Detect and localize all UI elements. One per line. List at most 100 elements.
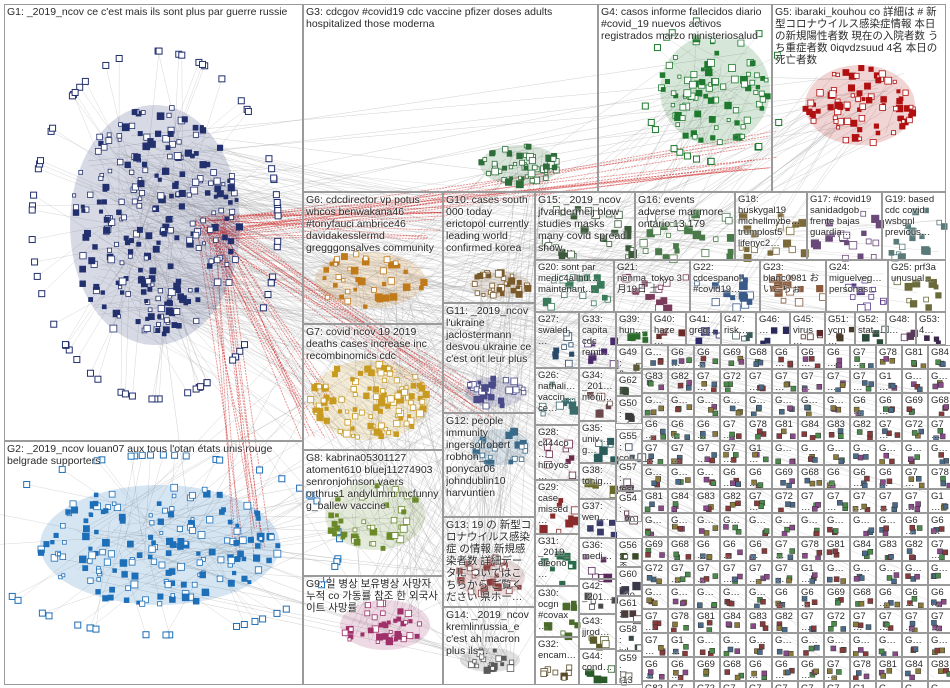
node[interactable] bbox=[266, 557, 272, 564]
node[interactable] bbox=[313, 497, 321, 505]
group-cell-minor[interactable]: G1… bbox=[850, 681, 876, 688]
group-cell-minor[interactable]: G7… bbox=[824, 657, 850, 681]
node[interactable] bbox=[255, 543, 261, 549]
group-cell-g61[interactable]: G61: cov… bbox=[616, 596, 642, 622]
node[interactable] bbox=[318, 581, 326, 589]
group-cell-g54[interactable]: G54: _20… bbox=[616, 491, 642, 522]
node[interactable] bbox=[98, 140, 104, 147]
node[interactable] bbox=[118, 285, 123, 290]
node[interactable] bbox=[228, 238, 235, 245]
group-cell-g32[interactable]: G32: encam… bbox=[535, 637, 579, 685]
group-cell-minor[interactable]: G… bbox=[694, 513, 720, 537]
node[interactable] bbox=[98, 175, 104, 181]
node[interactable] bbox=[164, 301, 169, 306]
group-cell-minor[interactable]: G68 bbox=[850, 585, 876, 609]
node[interactable] bbox=[92, 244, 98, 250]
node[interactable] bbox=[174, 235, 180, 241]
node[interactable] bbox=[59, 553, 67, 560]
node[interactable] bbox=[232, 570, 237, 576]
group-cell-minor[interactable]: G… bbox=[772, 513, 798, 537]
node[interactable] bbox=[663, 33, 671, 41]
group-cell-g46[interactable]: G46: … bbox=[756, 312, 790, 345]
group-cell-minor[interactable]: G… bbox=[772, 633, 798, 657]
node[interactable] bbox=[182, 452, 190, 460]
node[interactable] bbox=[135, 319, 141, 325]
node[interactable] bbox=[235, 223, 243, 231]
group-cell-minor[interactable]: G7… bbox=[850, 489, 876, 513]
group-cell-g42[interactable]: G42: _201… bbox=[579, 579, 616, 614]
node[interactable] bbox=[181, 116, 188, 123]
group-cell-minor[interactable]: G… bbox=[668, 585, 694, 609]
group-cell-minor[interactable]: G7… bbox=[746, 489, 772, 513]
node[interactable] bbox=[102, 538, 110, 547]
node[interactable] bbox=[88, 257, 96, 265]
node[interactable] bbox=[76, 83, 84, 91]
node[interactable] bbox=[653, 44, 661, 52]
node[interactable] bbox=[251, 617, 259, 625]
node[interactable] bbox=[96, 133, 103, 141]
node[interactable] bbox=[192, 231, 200, 239]
node[interactable] bbox=[100, 144, 108, 151]
group-cell-minor[interactable]: G… bbox=[668, 513, 694, 537]
group-cell-g49[interactable]: G49: fla… bbox=[616, 345, 642, 373]
group-cell-minor[interactable]: G6… bbox=[694, 345, 720, 369]
group-cell-minor[interactable]: G1… bbox=[876, 369, 902, 393]
node[interactable] bbox=[162, 167, 170, 175]
node[interactable] bbox=[155, 47, 163, 55]
node[interactable] bbox=[155, 327, 161, 333]
group-cell-minor[interactable]: G6… bbox=[928, 585, 950, 609]
group-cell-minor[interactable]: G82 bbox=[720, 489, 746, 513]
node[interactable] bbox=[107, 255, 116, 264]
node[interactable] bbox=[154, 130, 162, 137]
group-cell-minor[interactable]: G7… bbox=[824, 681, 850, 688]
group-cell-minor[interactable]: G7… bbox=[850, 345, 876, 369]
node[interactable] bbox=[121, 571, 128, 578]
group-cell-minor[interactable]: G7… bbox=[668, 681, 694, 688]
group-cell-minor[interactable]: G… bbox=[902, 441, 928, 465]
group-cell-minor[interactable]: G72 bbox=[720, 369, 746, 393]
group-cell-g45[interactable]: G45: virus… bbox=[790, 312, 825, 345]
node[interactable] bbox=[200, 217, 206, 224]
group-cell-minor[interactable]: G… bbox=[668, 393, 694, 417]
group-cell-g15[interactable]: G15: _2019_ncov jfvandermeij blow studie… bbox=[535, 192, 635, 260]
group-cell-g33[interactable]: G33: capita cdc remi… bbox=[579, 312, 616, 368]
group-cell-g60[interactable]: G60: _20… bbox=[616, 567, 642, 596]
group-cell-minor[interactable]: G7… bbox=[876, 489, 902, 513]
group-cell-g2[interactable]: G2: _2019_ncov louan07 aux tous l'otan é… bbox=[4, 441, 303, 685]
group-cell-minor[interactable]: G7… bbox=[746, 561, 772, 585]
node[interactable] bbox=[268, 534, 275, 541]
node[interactable] bbox=[96, 577, 101, 582]
node[interactable] bbox=[775, 118, 783, 126]
group-cell-g4[interactable]: G4: casos informe fallecidos diario #cov… bbox=[598, 4, 772, 192]
group-cell-g10[interactable]: G10: cases south 000 today erictopol cur… bbox=[443, 192, 535, 303]
group-cell-minor[interactable]: G… bbox=[720, 633, 746, 657]
group-cell-g23[interactable]: G23: blanc0981 おいこらぉ bbox=[760, 260, 826, 312]
group-cell-minor[interactable]: G… bbox=[902, 561, 928, 585]
node[interactable] bbox=[118, 198, 125, 205]
node[interactable] bbox=[141, 161, 148, 168]
node[interactable] bbox=[165, 569, 172, 576]
node[interactable] bbox=[213, 237, 219, 243]
group-cell-minor[interactable]: G… bbox=[642, 513, 668, 537]
group-cell-g39[interactable]: G39: hun… bbox=[616, 312, 651, 345]
node[interactable] bbox=[82, 233, 90, 241]
group-cell-g18[interactable]: G18: huskygal19 michellmybe… trumplost5 … bbox=[735, 192, 807, 260]
node[interactable] bbox=[124, 161, 131, 169]
group-cell-minor[interactable]: G… bbox=[694, 633, 720, 657]
node[interactable] bbox=[178, 190, 186, 198]
group-cell-minor[interactable]: G… bbox=[876, 513, 902, 537]
group-cell-minor[interactable]: G1… bbox=[746, 441, 772, 465]
node[interactable] bbox=[169, 506, 175, 512]
group-cell-minor[interactable]: G78 bbox=[798, 537, 824, 561]
node[interactable] bbox=[216, 456, 224, 464]
node[interactable] bbox=[151, 540, 156, 545]
node[interactable] bbox=[137, 180, 145, 188]
node[interactable] bbox=[145, 232, 153, 240]
group-cell-minor[interactable]: G… bbox=[902, 369, 928, 393]
node[interactable] bbox=[132, 230, 140, 238]
group-cell-minor[interactable]: G… bbox=[746, 513, 772, 537]
node[interactable] bbox=[167, 227, 174, 234]
node[interactable] bbox=[236, 347, 244, 355]
node[interactable] bbox=[668, 29, 676, 37]
group-cell-g57[interactable]: G57: test… bbox=[616, 460, 642, 491]
